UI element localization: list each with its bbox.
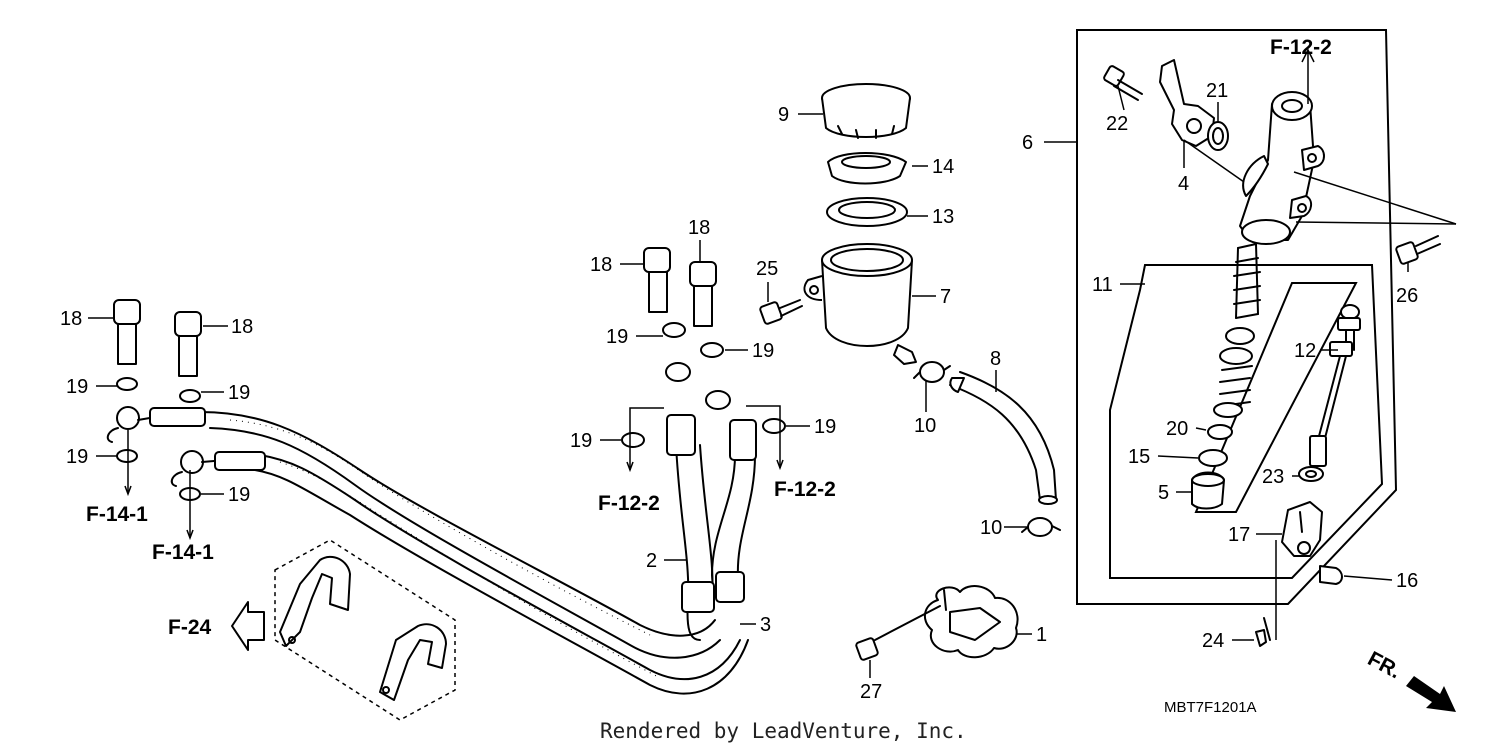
label-21: 21 (1206, 80, 1228, 102)
label-4: 4 (1178, 173, 1189, 195)
hose-clamp-dashed-box (274, 539, 456, 721)
part-number-labels: 18 18 19 19 19 19 18 18 19 19 19 19 2 3 … (60, 80, 1418, 703)
label-25: 25 (756, 258, 778, 280)
label-19-a: 19 (66, 376, 88, 398)
reservoir-cap (821, 83, 911, 139)
diaphragm-plate (827, 152, 907, 185)
label-2: 2 (646, 550, 657, 572)
clamp-bolt (855, 605, 941, 661)
label-3: 3 (760, 614, 771, 636)
label-23: 23 (1262, 466, 1284, 488)
label-24: 24 (1202, 630, 1224, 652)
label-13: 13 (932, 206, 954, 228)
brake-hose-long (199, 411, 749, 695)
label-1: 1 (1036, 624, 1047, 646)
diaphragm (826, 197, 908, 227)
hose-joint (1159, 59, 1215, 147)
joint-pin (1319, 565, 1343, 585)
hose-clip-upper (913, 361, 951, 383)
label-18-c: 18 (590, 254, 612, 276)
label-5: 5 (1158, 482, 1169, 504)
leader-lines (88, 48, 1457, 678)
hose-clamp-rubber (923, 585, 1019, 659)
lock-nut (1298, 466, 1324, 482)
label-19-g: 19 (570, 430, 592, 452)
label-26: 26 (1396, 285, 1418, 307)
f-24-arrow (231, 601, 265, 651)
label-27: 27 (860, 681, 882, 703)
ref-f-12-2-a: F-12-2 (598, 492, 660, 515)
ref-f-24: F-24 (168, 616, 212, 639)
hose-clamp-bracket-2 (379, 623, 447, 701)
label-22: 22 (1106, 113, 1128, 135)
label-19-h: 19 (814, 416, 836, 438)
label-10-b: 10 (980, 517, 1002, 539)
ref-f-14-1-a: F-14-1 (86, 503, 148, 526)
front-direction-label: FR. (1364, 647, 1405, 683)
reservoir-bolt (759, 299, 803, 325)
banjo-fittings-left (106, 406, 266, 487)
ref-f-12-2-b: F-12-2 (774, 478, 836, 501)
brake-hose-vertical (666, 414, 757, 641)
label-19-d: 19 (228, 484, 250, 506)
label-6: 6 (1022, 132, 1033, 154)
cotter-pin (1255, 617, 1271, 647)
hose-clip-lower (1021, 517, 1061, 537)
joint-screw (1103, 65, 1143, 101)
label-16: 16 (1396, 570, 1418, 592)
label-19-e: 19 (606, 326, 628, 348)
label-7: 7 (940, 286, 951, 308)
credit-text: Rendered by LeadVenture, Inc. (600, 719, 967, 743)
reservoir-tank (803, 243, 917, 365)
diagram-code: MBT7F1201A (1164, 699, 1257, 716)
ref-f-12-2-c: F-12-2 (1270, 36, 1332, 59)
label-18-b: 18 (231, 316, 253, 338)
banjo-bolt-3 (621, 247, 691, 448)
label-19-f: 19 (752, 340, 774, 362)
label-19-c: 19 (66, 446, 88, 468)
push-rod (1309, 304, 1361, 467)
label-10-a: 10 (914, 415, 936, 437)
label-14: 14 (932, 156, 954, 178)
banjo-bolt-1 (113, 299, 141, 463)
ref-f-14-1-b: F-14-1 (152, 541, 214, 564)
push-rod-joint (1281, 501, 1323, 557)
banjo-bolt-4 (689, 261, 786, 434)
label-19-b: 19 (228, 382, 250, 404)
label-11: 11 (1092, 274, 1113, 296)
hose-clamp-bracket-1 (279, 555, 351, 647)
label-9: 9 (778, 104, 789, 126)
label-20: 20 (1166, 418, 1188, 440)
o-ring (1207, 121, 1229, 151)
spring-and-piston (1191, 243, 1261, 510)
label-15: 15 (1128, 446, 1150, 468)
label-8: 8 (990, 348, 1001, 370)
mounting-bolt (1395, 235, 1441, 265)
label-18-a: 18 (60, 308, 82, 330)
label-17: 17 (1228, 524, 1250, 546)
front-direction-arrow (1406, 676, 1456, 712)
reservoir-hose (949, 371, 1058, 505)
label-18-d: 18 (688, 217, 710, 239)
master-cylinder-body (1239, 91, 1325, 245)
label-12: 12 (1294, 340, 1316, 362)
